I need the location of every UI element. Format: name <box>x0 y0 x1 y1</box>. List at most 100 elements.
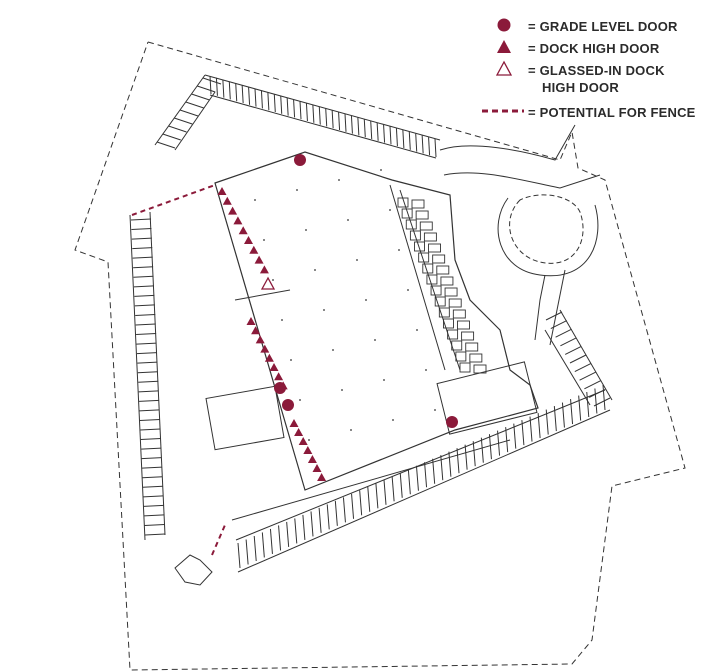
parking-stall-line <box>424 462 428 488</box>
dock-high-door <box>317 473 327 481</box>
parking-stall-line <box>269 528 273 554</box>
legend-grade-level: = GRADE LEVEL DOOR <box>480 16 720 38</box>
dock-high-door <box>312 464 322 472</box>
parking-stall-line <box>318 106 321 125</box>
dock-high-door <box>274 372 284 381</box>
office-room <box>473 364 487 374</box>
grade-level-door <box>294 154 306 166</box>
parking-stall-line <box>168 125 187 133</box>
parking-stall-line <box>561 402 565 428</box>
parking-stall-line <box>286 521 290 547</box>
parking-stall-line <box>156 141 176 149</box>
parking-stall-line <box>248 86 251 105</box>
parking-stall-line <box>293 99 296 118</box>
dock-high-door <box>255 335 265 344</box>
dock-high-door <box>251 326 261 335</box>
parking-stall-line <box>133 285 154 288</box>
parking-stall-line <box>253 535 257 562</box>
office-room <box>443 318 454 329</box>
column-dot <box>383 379 385 381</box>
parking-stall-line <box>137 371 158 374</box>
parking-stall-line <box>513 423 517 449</box>
parking-stall-line <box>139 418 160 421</box>
parking-left <box>129 74 222 541</box>
parking-stall-line <box>588 388 606 398</box>
column-dot <box>254 199 256 201</box>
parking-stall-line <box>367 486 371 512</box>
parking-stall-line <box>141 447 162 450</box>
office-room <box>397 197 409 208</box>
column-dot <box>356 259 358 261</box>
legend-glassed-in-dock-label: = GLASSED-IN DOCK HIGH DOOR <box>528 62 665 96</box>
parking-stall-line <box>363 119 366 138</box>
parking-stall-line <box>331 110 334 129</box>
parking-stall-line <box>376 122 379 141</box>
column-dot <box>290 359 292 361</box>
parking-stall-line <box>144 514 165 517</box>
parking-stall-line <box>375 483 379 509</box>
dock-high-doors <box>217 187 327 481</box>
potential-fence-line <box>131 184 226 556</box>
legend-glassed-in-dock: = GLASSED-IN DOCK HIGH DOOR <box>480 60 720 102</box>
parking-stall-line <box>133 275 154 278</box>
office-room <box>459 362 471 373</box>
office-room <box>419 221 433 231</box>
parking-stall-line <box>555 328 572 338</box>
parking-stall-line <box>254 88 257 107</box>
parking-stall-line <box>140 438 161 441</box>
parking-stall-line <box>302 514 306 540</box>
parking-stall-line <box>391 476 395 502</box>
office-room <box>451 340 463 351</box>
dashed-line-icon <box>482 109 524 113</box>
column-dot <box>305 229 307 231</box>
parking-stall-line <box>415 465 419 491</box>
column-dot <box>299 399 301 401</box>
parking-stall-line <box>593 397 611 407</box>
parking-stall-line <box>142 476 163 479</box>
column-dot <box>272 279 274 281</box>
dock-high-door <box>238 226 248 235</box>
column-dot <box>347 219 349 221</box>
parking-stall-line <box>545 311 563 321</box>
legend-grade-level-label: = GRADE LEVEL DOOR <box>528 19 678 34</box>
grade-level-door <box>282 399 294 411</box>
office-room <box>432 254 446 264</box>
parking-stall-line <box>133 266 154 269</box>
parking-stall-line <box>215 77 218 96</box>
parking-stall-line <box>235 83 238 102</box>
parking-right <box>544 309 613 407</box>
office-room <box>426 274 438 285</box>
dock-high-door <box>303 446 313 454</box>
parking-stall-line <box>130 218 152 221</box>
column-dot <box>263 239 265 241</box>
parking-stall-line <box>344 113 347 132</box>
parking-stall-line <box>537 413 541 439</box>
glassed-in-dock-door <box>260 276 276 290</box>
column-dot <box>332 349 334 351</box>
parking-stall-line <box>569 354 587 364</box>
parking-stall-line <box>318 507 322 533</box>
parking-stall-line <box>131 237 152 240</box>
outline-triangle-icon <box>495 60 513 76</box>
legend-glassed-line2: HIGH DOOR <box>542 80 619 95</box>
office-room <box>447 329 459 340</box>
parking-stall-line <box>222 79 225 98</box>
parking-stall-line <box>140 428 161 431</box>
parking-stall-line <box>174 117 193 125</box>
parking-stall-line <box>359 490 363 516</box>
parking-stall-line <box>395 128 398 147</box>
dock-high-door <box>289 419 299 427</box>
parking-stall-line <box>273 93 276 113</box>
parking-stall-line <box>334 500 338 526</box>
parking-stall-line <box>280 95 283 114</box>
parking-stall-line <box>325 108 328 127</box>
legend-dock-high: = DOCK HIGH DOOR <box>480 38 720 60</box>
parking-stall-line <box>402 129 405 149</box>
parking-stall-line <box>550 320 568 330</box>
parking-stall-line <box>383 124 386 143</box>
parking-stall-line <box>408 131 411 150</box>
dock-high-door <box>246 317 256 325</box>
parking-stall-line <box>578 395 582 421</box>
parking-stall-line <box>228 81 231 100</box>
office-room <box>422 263 434 274</box>
